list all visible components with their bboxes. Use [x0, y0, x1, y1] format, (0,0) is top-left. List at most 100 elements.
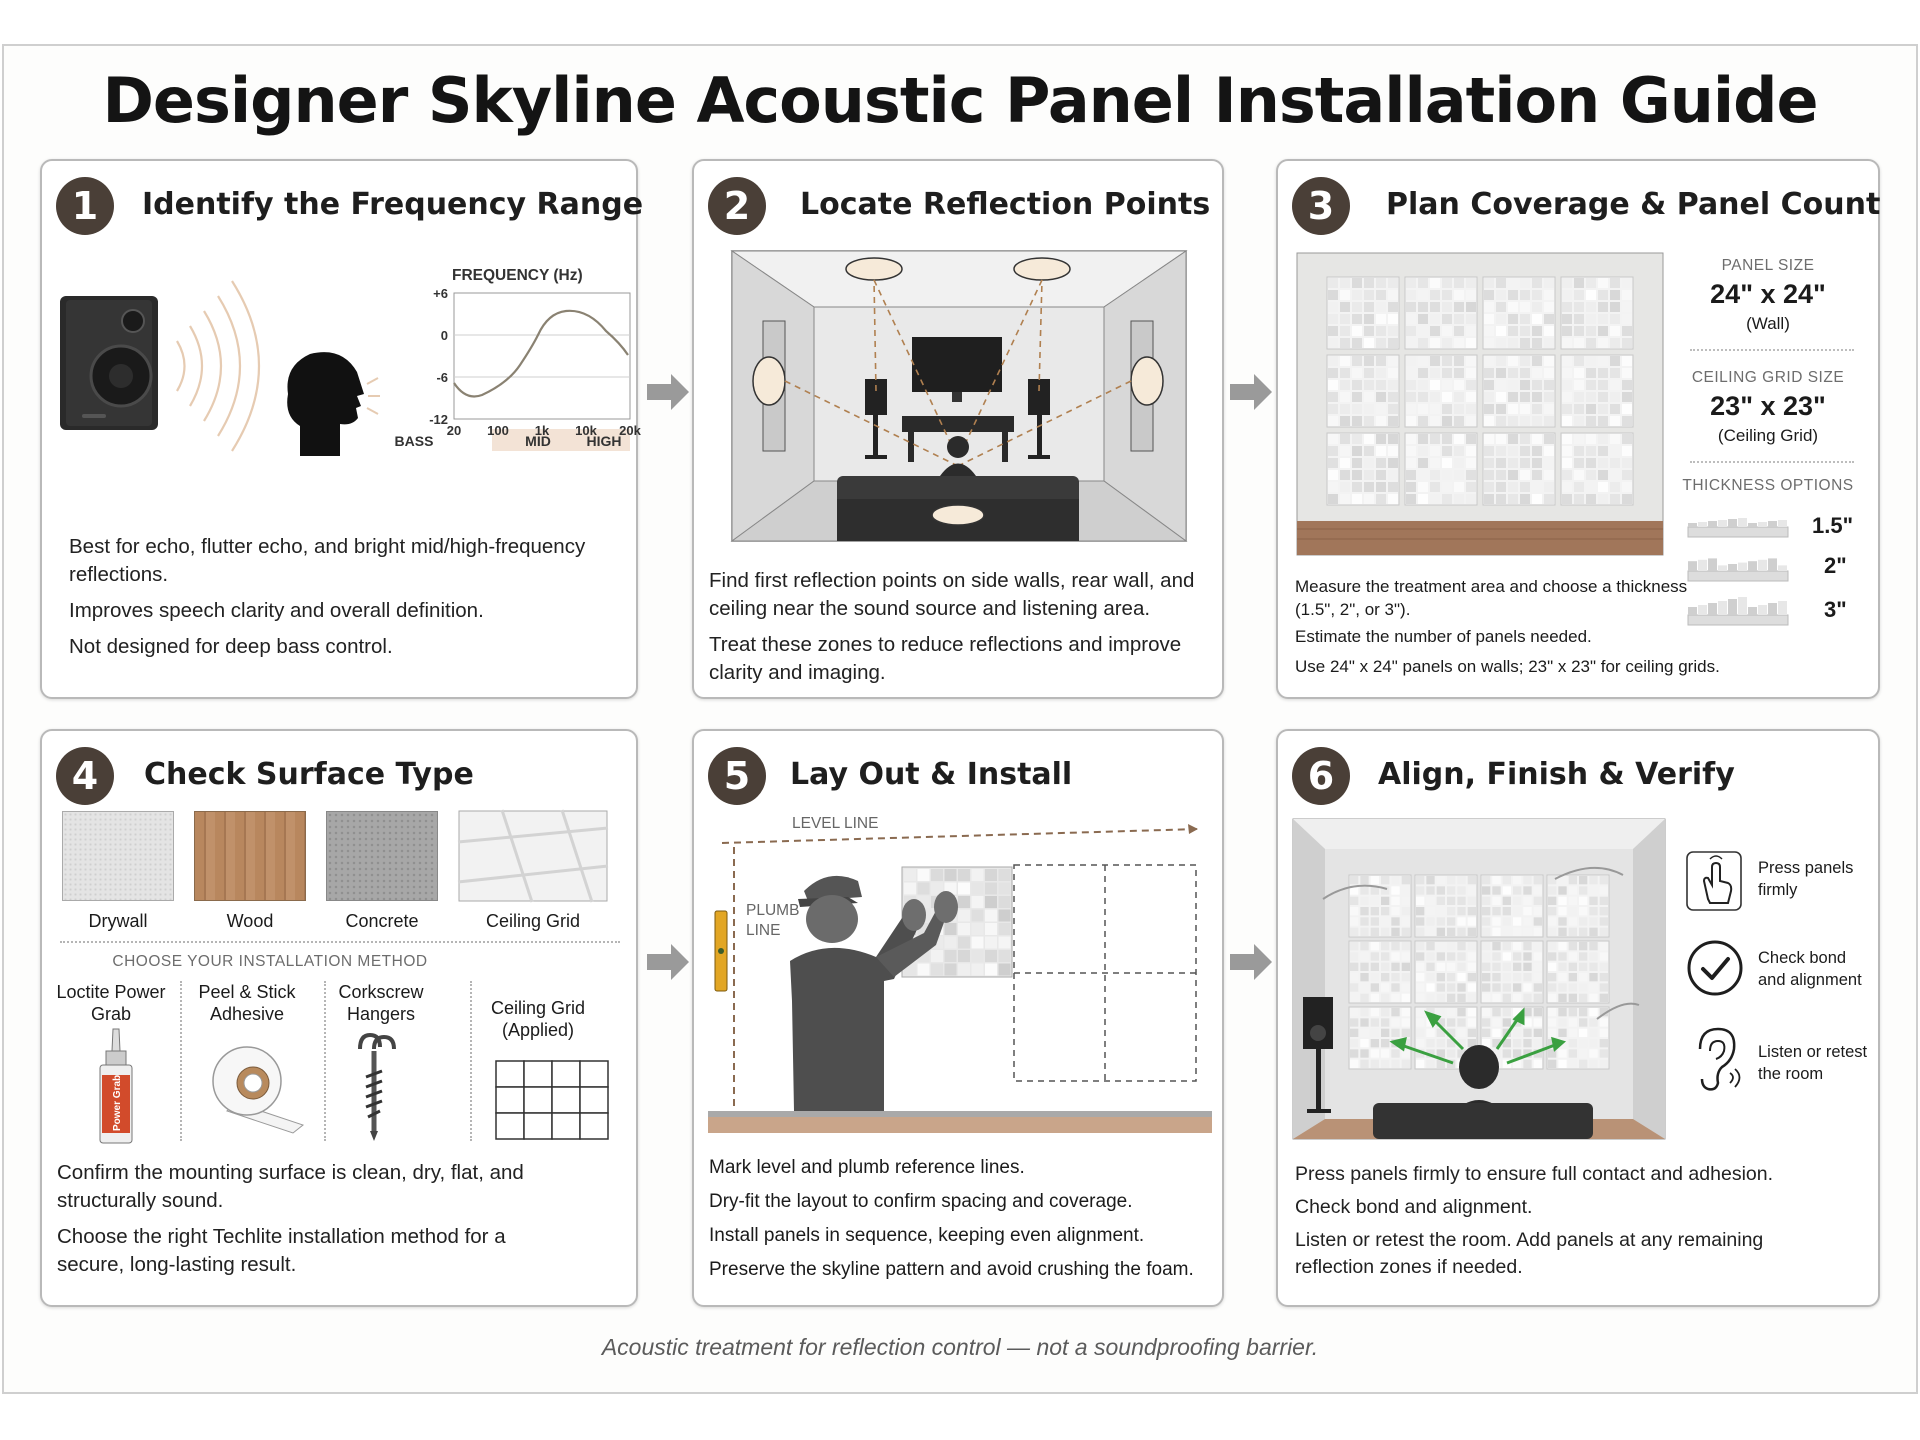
tape-roll-icon — [212, 1046, 305, 1134]
step-2-line-1: Find first reflection points on side wal… — [709, 569, 1195, 620]
method-ceiling-grid: Ceiling Grid (Applied) — [490, 998, 586, 1040]
wall-foam-panel — [1482, 354, 1556, 428]
flow-arrow-5-to-6 — [1230, 944, 1272, 980]
step-1-line-1: Best for echo, flutter echo, and bright … — [69, 535, 586, 586]
surface-ceiling-grid: Ceiling Grid — [485, 911, 581, 931]
step-1-card: 1 Identify the Frequency Range FREQUENCY… — [40, 159, 643, 699]
ceiling-grid-tile — [551, 1112, 581, 1140]
left-speaker-icon — [865, 379, 887, 415]
ceiling-grid-tile — [495, 1112, 525, 1140]
check-listen-label: Listen or retest the room — [1758, 1043, 1868, 1083]
step-1-line-2: Improves speech clarity and overall defi… — [69, 599, 484, 622]
level-line-label: LEVEL LINE — [792, 815, 879, 832]
page-title: Designer Skyline Acoustic Panel Installa… — [102, 64, 1818, 137]
x-tick-label: 10k — [575, 423, 597, 438]
checkmark-circle-icon — [1687, 940, 1743, 996]
step-1-badge: 1 — [56, 177, 114, 235]
check-bond-label: Check bond and alignment — [1758, 949, 1862, 989]
ceiling-grid-tile — [495, 1060, 525, 1088]
wall-foam-panel — [1404, 354, 1478, 428]
x-tick-label: 20k — [619, 423, 641, 438]
wall-foam-panel — [1326, 276, 1400, 350]
step-6-line-1: Press panels firmly to ensure full conta… — [1295, 1163, 1774, 1185]
surface-drywall: Drywall — [88, 911, 148, 931]
ceiling-grid-tile — [551, 1060, 581, 1088]
step-6-badge: 6 — [1292, 747, 1350, 805]
wood-swatch — [194, 811, 306, 901]
method-divider — [60, 941, 620, 943]
method-separator-2 — [324, 981, 326, 1141]
concrete-swatch — [326, 811, 438, 901]
sound-waves-icon — [176, 280, 261, 452]
ceiling-reflection-left — [845, 257, 903, 281]
method-loctite: Loctite Power Grab — [56, 982, 166, 1024]
surface-wood: Wood — [226, 911, 274, 931]
thickness-swatch — [1687, 558, 1789, 582]
step-4-line-1: Confirm the mounting surface is clean, d… — [57, 1161, 524, 1212]
mid-high-band — [492, 429, 630, 451]
ceiling-grid-tile — [523, 1060, 553, 1088]
floor-reflection — [931, 504, 985, 526]
spec-divider-1 — [1690, 349, 1854, 351]
ceiling-size-value: 23" x 23" — [1710, 391, 1826, 421]
thickness-3: 3" — [1824, 597, 1847, 622]
thickness-swatch — [1687, 518, 1789, 538]
tv-icon — [912, 337, 1002, 392]
ceiling-grid-tile — [579, 1060, 609, 1088]
room-foam-panel — [1414, 874, 1478, 938]
ceiling-grid-tile — [551, 1086, 581, 1114]
step-5-text: Mark level and plumb reference lines. Dr… — [709, 1155, 1219, 1283]
method-heading: CHOOSE YOUR INSTALLATION METHOD — [112, 953, 428, 970]
x-tick-label: 1k — [535, 423, 550, 438]
plumb-line-label: PLUMB LINE — [746, 902, 800, 939]
thickness-2: 2" — [1824, 553, 1847, 578]
band-label-bass: BASS — [395, 433, 434, 449]
method-separator-1 — [180, 981, 182, 1141]
side-wall-reflection-right — [1130, 356, 1164, 406]
step-6-text: Press panels firmly to ensure full conta… — [1295, 1161, 1835, 1289]
flow-arrow-4-to-5 — [647, 944, 689, 980]
step-3-line-2: Estimate the number of panels needed. — [1295, 627, 1592, 646]
room-foam-panel — [1348, 940, 1412, 1004]
spec-divider-2 — [1690, 461, 1854, 463]
wall-foam-panel — [1560, 432, 1634, 506]
room-foam-panel — [1480, 940, 1544, 1004]
step-6-title: Align, Finish & Verify — [1378, 757, 1735, 792]
ceiling-grid-tile — [523, 1086, 553, 1114]
step-4-title: Check Surface Type — [144, 757, 474, 792]
ceiling-grid-swatch — [457, 809, 609, 903]
x-tick-label: 100 — [487, 423, 509, 438]
step-5-line-2: Dry-fit the layout to confirm spacing an… — [709, 1191, 1133, 1212]
panel-wall-photo — [1296, 252, 1664, 556]
right-speaker-icon — [1028, 379, 1050, 415]
band-label-mid: MID — [525, 433, 551, 449]
step-5-title: Lay Out & Install — [790, 757, 1073, 792]
installer-illustration — [708, 811, 1212, 1133]
ceiling-grid-tile — [495, 1086, 525, 1114]
step-2-badge: 2 — [708, 177, 766, 235]
surface-concrete: Concrete — [345, 911, 419, 931]
frequency-chart-title: FREQUENCY (Hz) — [452, 267, 583, 284]
step-3-text: Measure the treatment area and choose a … — [1295, 575, 1695, 654]
wall-foam-panel — [1560, 276, 1634, 350]
step-6-card: 6 Align, Finish & Verify — [1276, 729, 1880, 1307]
thickness-label: THICKNESS OPTIONS — [1682, 477, 1854, 494]
step-2-card: 2 Locate Reflection Points — [692, 159, 1224, 699]
ceiling-grid-tile — [579, 1112, 609, 1140]
wall-foam-panel — [1404, 432, 1478, 506]
step-4-badge: 4 — [56, 747, 114, 805]
wall-foam-panel — [1482, 432, 1556, 506]
flow-arrow-1-to-2 — [647, 374, 689, 410]
step-5-line-4: Preserve the skyline pattern and avoid c… — [709, 1259, 1194, 1280]
ceiling-grid-tile — [579, 1086, 609, 1114]
step-4-card: 4 Check Surface Type Drywall Wood Concre… — [40, 729, 638, 1307]
installer-figure — [790, 875, 958, 1111]
room-foam-panel — [1546, 940, 1610, 1004]
wall-foam-panel — [1326, 432, 1400, 506]
footer-note: Acoustic treatment for reflection contro… — [601, 1334, 1319, 1360]
y-tick-label: 0 — [441, 328, 448, 343]
corkscrew-hook-icon — [358, 1032, 396, 1141]
room-foam-panel — [1414, 940, 1478, 1004]
method-separator-3 — [470, 981, 472, 1141]
